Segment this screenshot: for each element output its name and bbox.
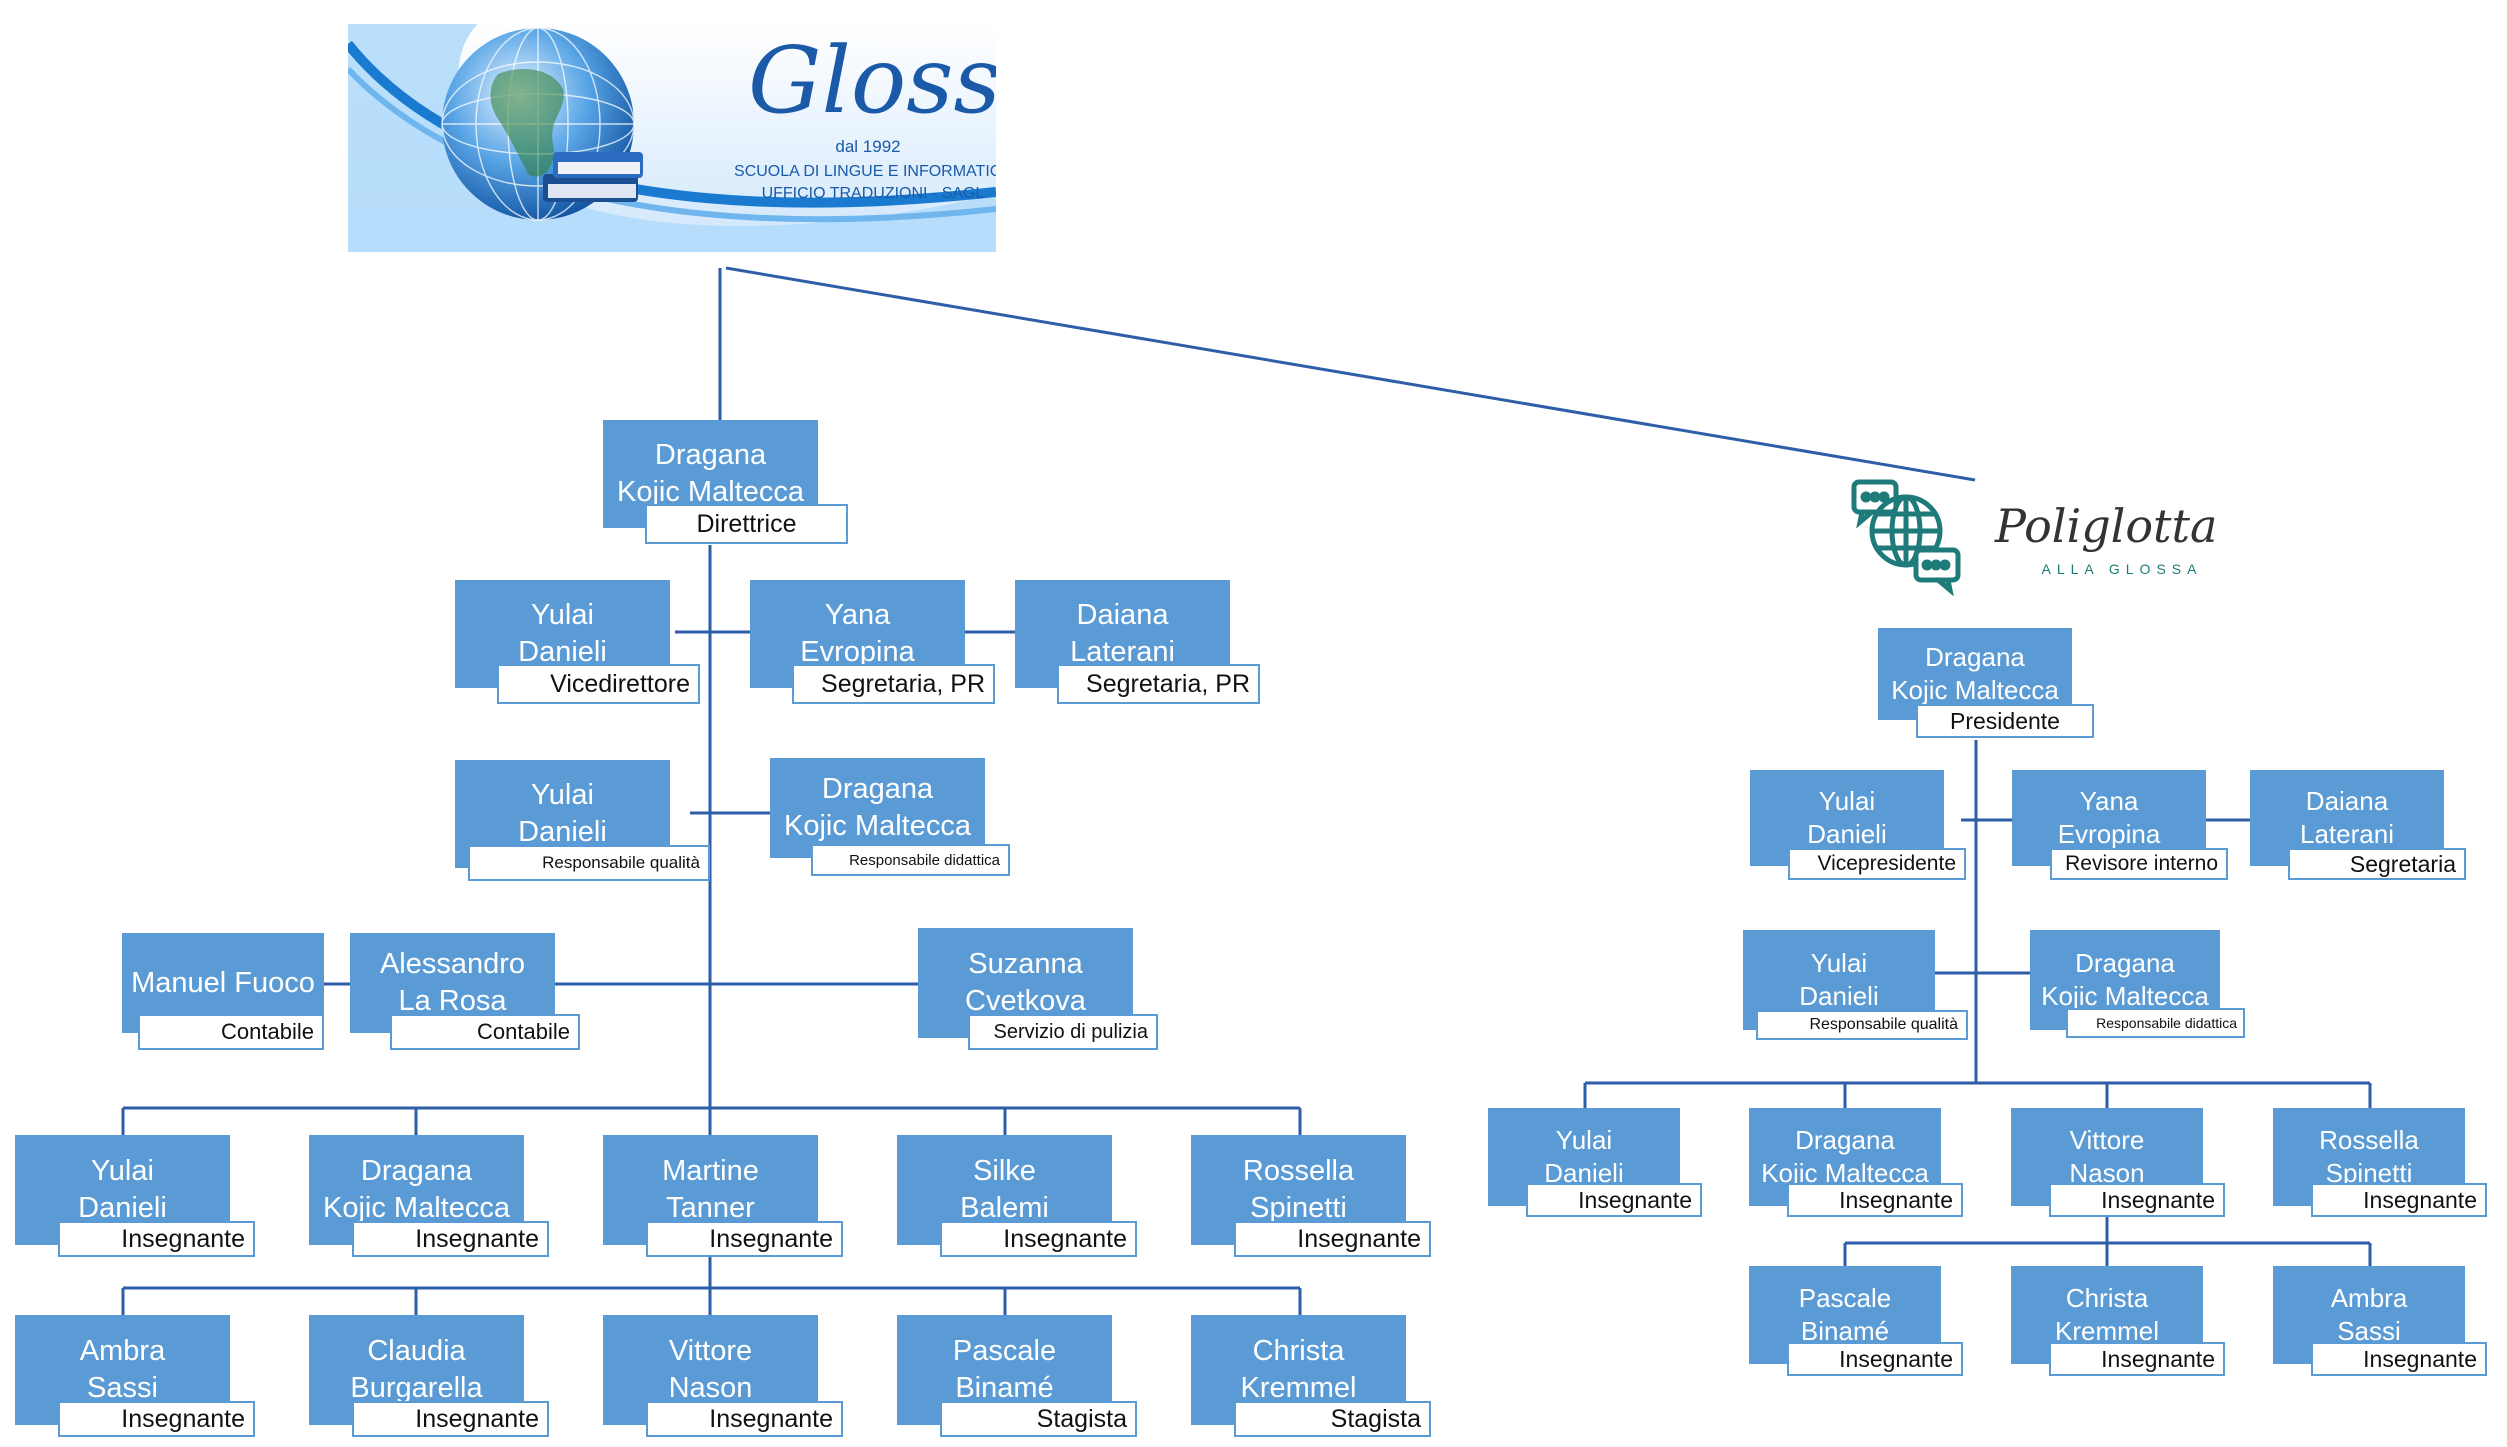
role-label: Insegnante xyxy=(1234,1221,1431,1257)
node-segretaria-poli: Daiana Laterani Segretaria xyxy=(2250,770,2466,882)
node-segretaria-2: Daiana Laterani Segretaria, PR xyxy=(1015,580,1260,705)
node-teacher: Christa Kremmel Insegnante xyxy=(2011,1266,2225,1378)
role-label: Insegnante xyxy=(1787,1183,1963,1217)
role-label: Responsabile qualità xyxy=(468,845,710,881)
node-teacher: Silke Balemi Insegnante xyxy=(897,1135,1137,1260)
role-label: Direttrice xyxy=(645,504,848,544)
node-teacher: Martine Tanner Insegnante xyxy=(603,1135,843,1260)
role-label: Insegnante xyxy=(940,1221,1137,1257)
role-label: Insegnante xyxy=(352,1221,549,1257)
role-label: Insegnante xyxy=(58,1221,255,1257)
role-label: Responsabile didattica xyxy=(811,844,1010,876)
person-name: Dragana Kojic Maltecca xyxy=(2030,930,2220,1030)
node-pulizia: Suzanna Cvetkova Servizio di pulizia xyxy=(918,928,1158,1053)
role-label: Insegnante xyxy=(1526,1183,1702,1217)
node-direttrice: Dragana Kojic Maltecca Direttrice xyxy=(603,420,848,545)
role-label: Responsabile qualità xyxy=(1756,1010,1968,1040)
role-label: Insegnante xyxy=(2049,1342,2225,1376)
role-label: Revisore interno xyxy=(2050,848,2228,880)
node-resp-didattica-poli: Dragana Kojic Maltecca Responsabile dida… xyxy=(2030,930,2245,1042)
role-label: Contabile xyxy=(390,1014,580,1050)
glossa-since: dal 1992 xyxy=(835,137,900,156)
node-intern: Christa Kremmel Stagista xyxy=(1191,1315,1431,1440)
role-label: Segretaria, PR xyxy=(1057,664,1260,704)
role-label: Insegnante xyxy=(352,1401,549,1437)
role-label: Segretaria, PR xyxy=(792,664,995,704)
node-teacher: Dragana Kojic Maltecca Insegnante xyxy=(309,1135,549,1260)
node-teacher: Rossella Spinetti Insegnante xyxy=(1191,1135,1431,1260)
role-label: Segretaria xyxy=(2288,848,2466,880)
node-resp-qualita-poli: Yulai Danieli Responsabile qualità xyxy=(1743,930,1968,1042)
role-label: Insegnante xyxy=(1787,1342,1963,1376)
node-teacher: Vittore Nason Insegnante xyxy=(603,1315,843,1440)
glossa-logo: Glossa dal 1992 SCUOLA DI LINGUE E INFOR… xyxy=(344,24,1056,252)
role-label: Insegnante xyxy=(646,1221,843,1257)
role-label: Insegnante xyxy=(646,1401,843,1437)
role-label: Vicepresidente xyxy=(1788,848,1966,880)
node-teacher: Ambra Sassi Insegnante xyxy=(15,1315,255,1440)
node-teacher: Vittore Nason Insegnante xyxy=(2011,1108,2225,1218)
role-label: Responsabile didattica xyxy=(2066,1008,2245,1038)
glossa-line2: UFFICIO TRADUZIONI - SAGL xyxy=(762,185,985,202)
node-resp-didattica: Dragana Kojic Maltecca Responsabile dida… xyxy=(770,758,1010,883)
node-segretaria-1: Yana Evropina Segretaria, PR xyxy=(750,580,995,705)
node-teacher: Dragana Kojic Maltecca Insegnante xyxy=(1749,1108,1963,1218)
role-label: Stagista xyxy=(1234,1401,1431,1437)
node-teacher: Yulai Danieli Insegnante xyxy=(15,1135,255,1260)
glossa-title: Glossa xyxy=(748,27,996,134)
node-presidente: Dragana Kojic Maltecca Presidente xyxy=(1878,628,2094,740)
role-label: Insegnante xyxy=(2311,1342,2487,1376)
role-label: Insegnante xyxy=(2049,1183,2225,1217)
node-contabile-1: Manuel Fuoco Contabile xyxy=(122,933,324,1053)
node-revisore: Yana Evropina Revisore interno xyxy=(2012,770,2228,882)
node-teacher: Claudia Burgarella Insegnante xyxy=(309,1315,549,1440)
node-contabile-2: Alessandro La Rosa Contabile xyxy=(350,933,580,1053)
role-label: Contabile xyxy=(138,1014,324,1050)
person-name: Suzanna Cvetkova xyxy=(918,928,1133,1038)
globe-book-icon: Glossa dal 1992 SCUOLA DI LINGUE E INFOR… xyxy=(344,24,1056,252)
node-intern: Pascale Binamé Stagista xyxy=(897,1315,1137,1440)
role-label: Servizio di pulizia xyxy=(968,1014,1158,1050)
role-label: Insegnante xyxy=(2311,1183,2487,1217)
node-vicedirettore: Yulai Danieli Vicedirettore xyxy=(455,580,700,705)
node-vicepresidente: Yulai Danieli Vicepresidente xyxy=(1750,770,1966,882)
role-label: Stagista xyxy=(940,1401,1137,1437)
node-teacher: Pascale Binamé Insegnante xyxy=(1749,1266,1963,1378)
glossa-line1: SCUOLA DI LINGUE E INFORMATICA xyxy=(734,163,996,180)
person-name: Dragana Kojic Maltecca xyxy=(770,758,985,858)
node-teacher: Rossella Spinetti Insegnante xyxy=(2273,1108,2487,1218)
role-label: Insegnante xyxy=(58,1401,255,1437)
node-teacher: Yulai Danieli Insegnante xyxy=(1488,1108,1702,1218)
node-resp-qualita: Yulai Danieli Responsabile qualità xyxy=(455,760,710,885)
node-teacher: Ambra Sassi Insegnante xyxy=(2273,1266,2487,1378)
chat-globe-icon xyxy=(1851,479,1961,597)
poliglotta-title: Poliglotta xyxy=(1994,499,2217,553)
connector-line xyxy=(725,266,1976,482)
poliglotta-subtitle: ALLA GLOSSA xyxy=(2042,561,2203,577)
role-label: Presidente xyxy=(1916,704,2094,738)
poliglotta-logo: Poliglotta ALLA GLOSSA xyxy=(1850,476,2250,597)
role-label: Vicedirettore xyxy=(497,664,700,704)
